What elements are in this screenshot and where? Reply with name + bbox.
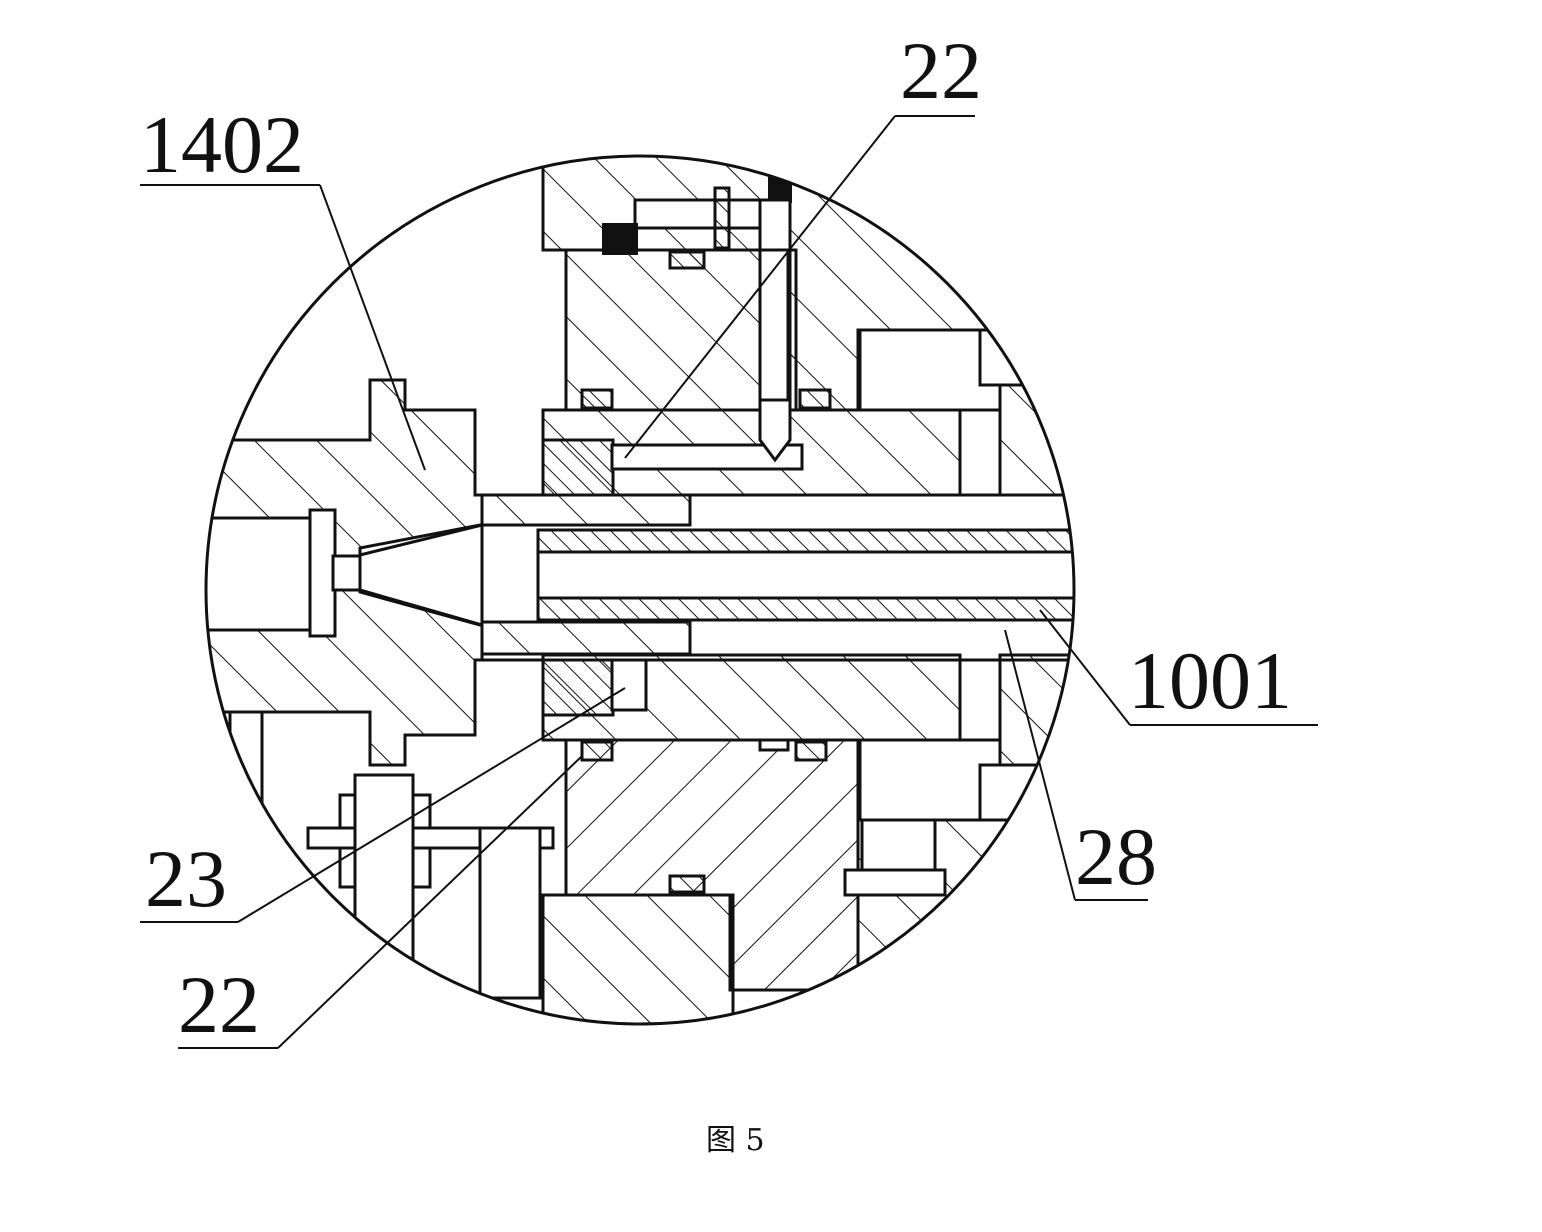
label-1001: 1001 (1128, 635, 1292, 726)
label-22-bottom: 22 (178, 959, 260, 1050)
label-28: 28 (1075, 811, 1157, 902)
label-22-top: 22 (900, 25, 982, 116)
body-1402 (206, 378, 545, 767)
label-1402: 1402 (140, 99, 304, 190)
leader-lines (140, 115, 1318, 1049)
bottom-block (541, 893, 735, 1024)
upper-seal-block (564, 248, 798, 412)
figure-caption: 图 5 (706, 1123, 765, 1158)
detail-circle (204, 154, 1076, 1026)
label-23: 23 (145, 833, 227, 924)
